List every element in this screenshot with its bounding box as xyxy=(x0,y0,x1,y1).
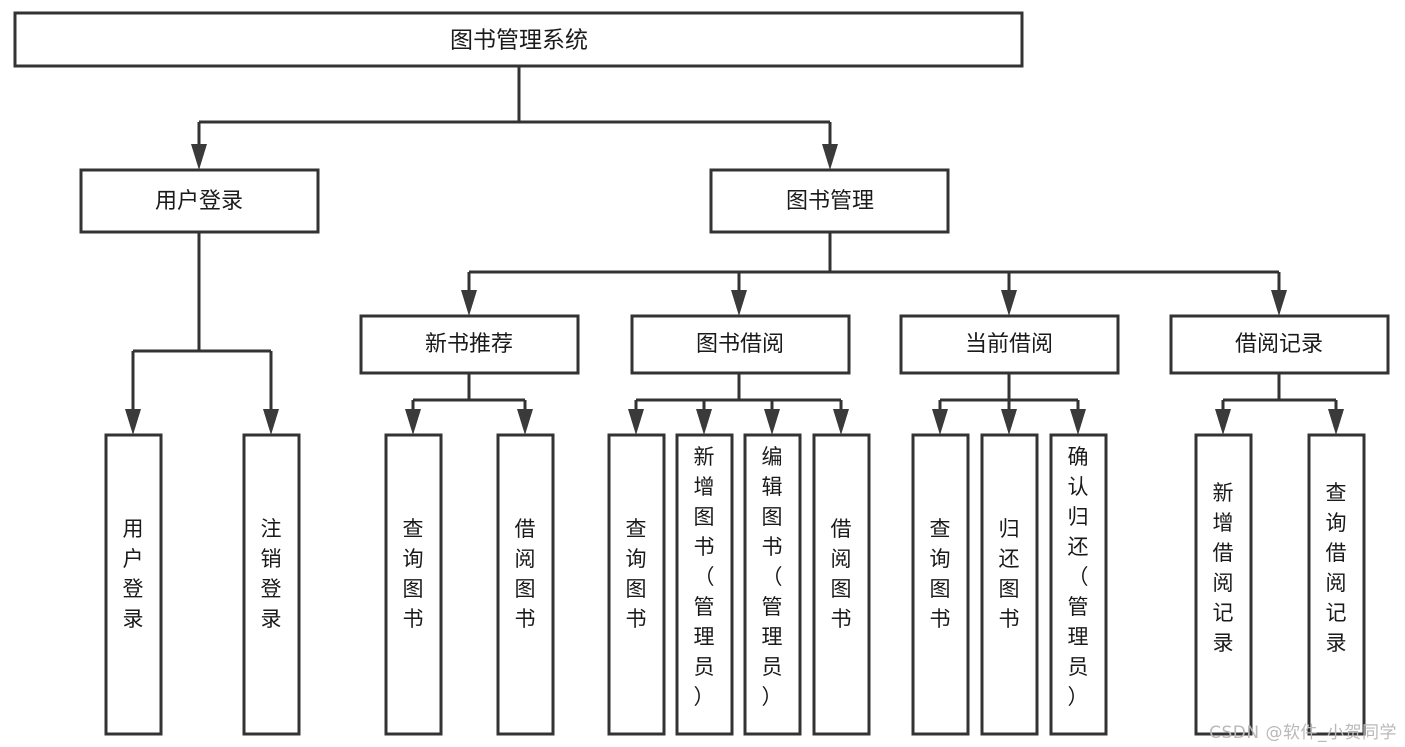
leaf-bb-borrow-book-box[interactable] xyxy=(812,433,871,736)
arrow-to-leaf-cb-query xyxy=(932,409,948,435)
leaf-nb-borrow-book[interactable]: 借阅图书 xyxy=(496,433,555,736)
leaf-nb-query-book-box[interactable] xyxy=(384,433,443,736)
connectors-book-borrow-to-leaves xyxy=(628,373,849,435)
leaf-br-add-record[interactable]: 新增借阅记录 xyxy=(1194,433,1253,736)
leaf-nb-borrow-book-label: 借阅图书 xyxy=(515,517,536,631)
node-borrow-record[interactable]: 借阅记录 xyxy=(1169,314,1390,375)
node-book-borrow[interactable]: 图书借阅 xyxy=(630,314,851,375)
node-root-box[interactable] xyxy=(13,11,1024,68)
arrow-to-leaf-nb-query xyxy=(405,409,421,435)
node-current-borrow-box[interactable] xyxy=(899,314,1120,375)
node-root[interactable]: 图书管理系统 xyxy=(13,11,1024,68)
leaf-cb-return-book[interactable]: 归还图书 xyxy=(980,433,1039,736)
connectors-user-login-to-leaves xyxy=(125,232,279,435)
arrow-to-leaf-br-add xyxy=(1215,409,1231,435)
arrow-to-leaf-bb-borrow xyxy=(833,409,849,435)
arrow-to-borrow-record xyxy=(1271,290,1287,316)
node-book-borrow-box[interactable] xyxy=(630,314,851,375)
leaf-cb-query-book-label: 查询图书 xyxy=(930,517,951,631)
arrow-to-current-borrow xyxy=(1001,290,1017,316)
connectors-root-to-level2 xyxy=(191,66,838,170)
leaf-br-query-record-box[interactable] xyxy=(1307,433,1366,736)
node-root-label: 图书管理系统 xyxy=(450,28,588,54)
arrow-to-user-login xyxy=(191,144,207,170)
arrow-to-leaf-bb-query xyxy=(628,409,644,435)
leaf-logout[interactable]: 注销登录 xyxy=(242,433,301,736)
leaf-bb-edit-book-label: 编辑图书（管理员） xyxy=(762,445,783,709)
node-current-borrow-label: 当前借阅 xyxy=(965,332,1053,357)
leaf-bb-borrow-book-label: 借阅图书 xyxy=(831,517,852,631)
leaf-bb-edit-book-box[interactable] xyxy=(743,433,802,736)
arrow-to-new-book xyxy=(461,290,477,316)
connectors-current-borrow-to-leaves xyxy=(932,373,1086,435)
node-new-book-recommend-box[interactable] xyxy=(359,314,580,375)
leaf-user-login[interactable]: 用户登录 xyxy=(104,433,163,736)
leaf-cb-return-book-label: 归还图书 xyxy=(999,517,1020,631)
leaf-br-query-record[interactable]: 查询借阅记录 xyxy=(1307,433,1366,736)
leaf-nb-query-book[interactable]: 查询图书 xyxy=(384,433,443,736)
leaf-bb-add-book-box[interactable] xyxy=(675,433,734,736)
leaf-bb-borrow-book[interactable]: 借阅图书 xyxy=(812,433,871,736)
leaf-bb-query-book[interactable]: 查询图书 xyxy=(607,433,666,736)
node-book-borrow-label: 图书借阅 xyxy=(696,332,784,357)
leaf-logout-label: 注销登录 xyxy=(261,517,282,631)
connectors-book-manage-to-level3 xyxy=(461,232,1287,316)
connectors-new-book-to-leaves xyxy=(405,373,533,435)
leaf-user-login-label: 用户登录 xyxy=(123,517,144,631)
leaf-cb-return-book-box[interactable] xyxy=(980,433,1039,736)
leaf-cb-query-book[interactable]: 查询图书 xyxy=(911,433,970,736)
leaf-br-add-record-box[interactable] xyxy=(1194,433,1253,736)
node-current-borrow[interactable]: 当前借阅 xyxy=(899,314,1120,375)
arrow-to-leaf-br-query xyxy=(1328,409,1344,435)
leaf-nb-query-book-label: 查询图书 xyxy=(403,517,424,631)
node-user-login[interactable]: 用户登录 xyxy=(79,168,320,234)
leaf-logout-box[interactable] xyxy=(242,433,301,736)
leaf-bb-query-book-box[interactable] xyxy=(607,433,666,736)
node-borrow-record-label: 借阅记录 xyxy=(1235,332,1323,357)
node-book-manage-box[interactable] xyxy=(709,168,950,234)
arrow-to-leaf-logout xyxy=(263,409,279,435)
leaf-user-login-box[interactable] xyxy=(104,433,163,736)
node-book-manage-label: 图书管理 xyxy=(786,189,874,214)
node-new-book-recommend[interactable]: 新书推荐 xyxy=(359,314,580,375)
arrow-to-leaf-nb-borrow xyxy=(517,409,533,435)
arrow-to-book-manage xyxy=(822,144,838,170)
arrow-to-book-borrow xyxy=(731,290,747,316)
node-new-book-recommend-label: 新书推荐 xyxy=(425,332,513,357)
leaf-bb-edit-book[interactable]: 编辑图书（管理员） xyxy=(743,433,802,736)
connectors-borrow-record-to-leaves xyxy=(1215,373,1344,435)
node-user-login-label: 用户登录 xyxy=(155,189,243,214)
arrow-to-leaf-bb-edit xyxy=(764,409,780,435)
leaf-cb-confirm-return-label: 确认归还（管理员） xyxy=(1068,445,1089,709)
leaf-nb-borrow-book-box[interactable] xyxy=(496,433,555,736)
leaf-br-query-record-label: 查询借阅记录 xyxy=(1326,481,1347,655)
node-book-manage[interactable]: 图书管理 xyxy=(709,168,950,234)
arrow-to-leaf-cb-return xyxy=(1001,409,1017,435)
arrow-to-leaf-bb-add xyxy=(696,409,712,435)
leaf-cb-query-book-box[interactable] xyxy=(911,433,970,736)
arrow-to-leaf-user-login xyxy=(125,409,141,435)
arrow-to-leaf-cb-confirm xyxy=(1070,409,1086,435)
node-borrow-record-box[interactable] xyxy=(1169,314,1390,375)
leaf-br-add-record-label: 新增借阅记录 xyxy=(1213,481,1234,655)
leaf-bb-add-book[interactable]: 新增图书（管理员） xyxy=(675,433,734,736)
leaf-bb-add-book-label: 新增图书（管理员） xyxy=(694,445,715,709)
leaf-bb-query-book-label: 查询图书 xyxy=(626,517,647,631)
leaf-cb-confirm-return[interactable]: 确认归还（管理员） xyxy=(1049,433,1108,736)
node-user-login-box[interactable] xyxy=(79,168,320,234)
leaf-cb-confirm-return-box[interactable] xyxy=(1049,433,1108,736)
